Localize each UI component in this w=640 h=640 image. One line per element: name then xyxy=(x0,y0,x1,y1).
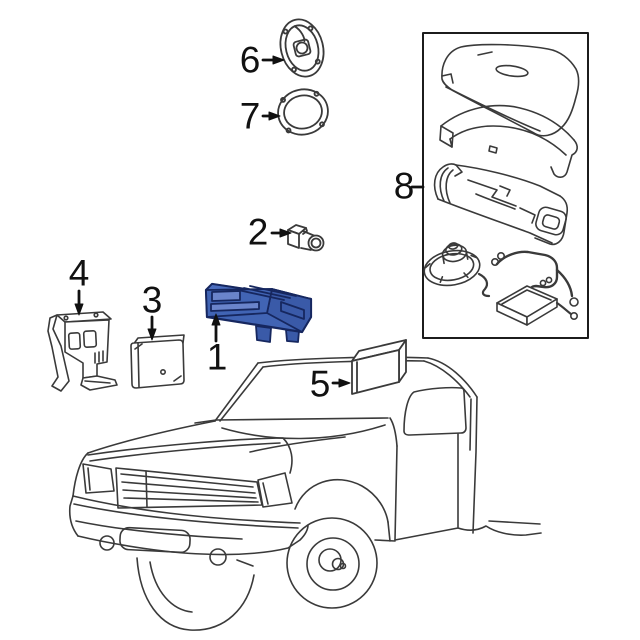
callout-3-arrow xyxy=(147,315,157,341)
antenna-adapter-part xyxy=(287,224,325,252)
callout-4-label: 4 xyxy=(68,252,90,294)
console-housing xyxy=(433,163,569,246)
callout-5-arrow xyxy=(331,378,351,388)
mounting-bracket-part xyxy=(47,311,118,392)
console-assembly-box xyxy=(422,32,589,339)
callout-7-arrow xyxy=(261,111,281,121)
callout-2-arrow xyxy=(270,228,292,238)
radio-head-unit-part xyxy=(204,282,313,343)
speaker-part xyxy=(279,18,325,78)
console-amplifier xyxy=(496,285,578,326)
speaker-gasket-part xyxy=(277,88,329,136)
callout-1-label: 1 xyxy=(206,336,228,378)
callout-4-arrow xyxy=(74,289,84,316)
callout-6-arrow xyxy=(261,55,285,65)
console-trim xyxy=(439,104,578,178)
callout-2-label: 2 xyxy=(247,211,269,253)
callout-7-label: 7 xyxy=(239,95,261,137)
callout-5-label: 5 xyxy=(309,363,331,405)
callout-3-label: 3 xyxy=(141,279,163,321)
subwoofer-speaker xyxy=(423,242,491,298)
callout-6-label: 6 xyxy=(239,39,261,81)
callout-1-arrow xyxy=(211,313,221,343)
console-lid xyxy=(441,43,580,137)
amplifier-module-part xyxy=(130,334,185,389)
truck-illustration xyxy=(68,356,542,631)
amplifier-box-part xyxy=(351,339,407,395)
callout-8-label: 8 xyxy=(393,165,415,207)
